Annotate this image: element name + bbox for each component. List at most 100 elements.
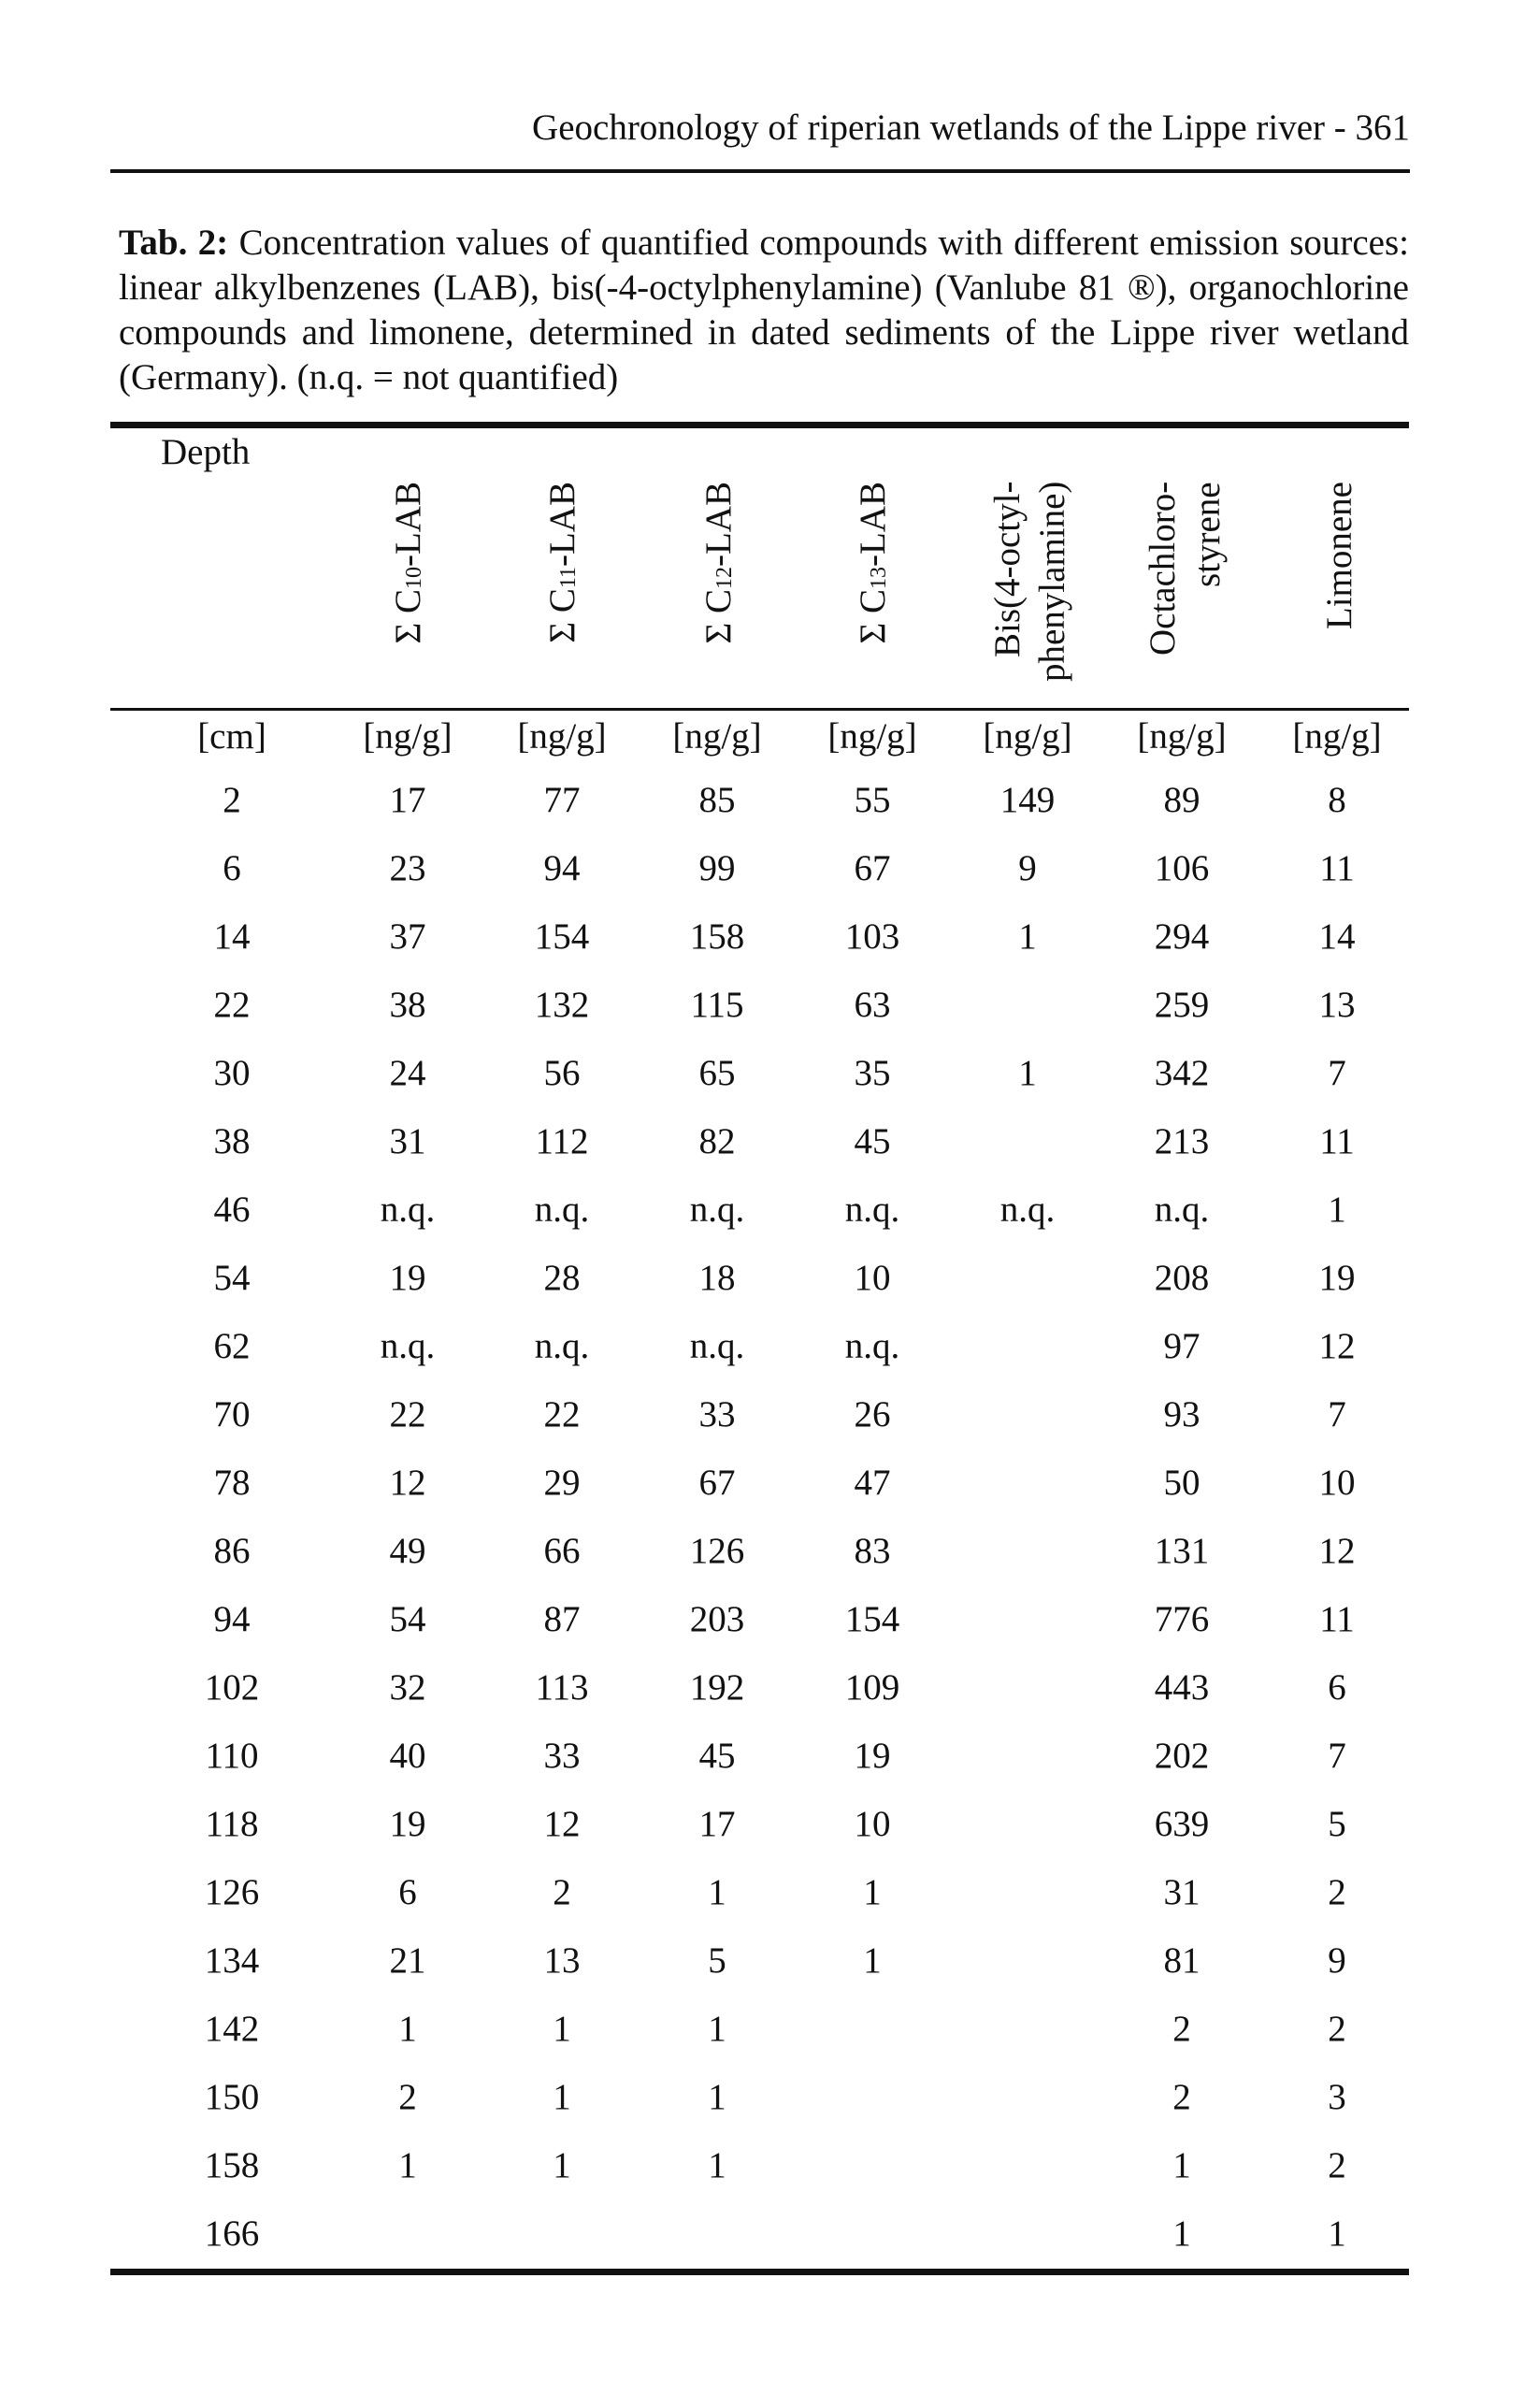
cell-bis-octylphenylamine: 1 <box>1018 1053 1037 1093</box>
cell-c13-lab: 63 <box>854 985 891 1025</box>
cell-c13-lab: 26 <box>854 1394 891 1435</box>
cell-depth: 70 <box>213 1394 251 1435</box>
cell-c10-lab: 38 <box>389 985 426 1025</box>
cell-c11-lab: 13 <box>543 1940 581 1981</box>
cell-c13-lab: 67 <box>854 848 891 888</box>
cell-c12-lab: 192 <box>689 1667 745 1708</box>
cell-depth: 2 <box>223 780 241 820</box>
cell-c12-lab: n.q. <box>689 1190 745 1230</box>
cell-c11-lab: 113 <box>535 1667 589 1708</box>
column-header-limonene: Limonene <box>1319 482 1359 630</box>
cell-depth: 62 <box>213 1326 251 1366</box>
cell-depth: 46 <box>213 1190 251 1230</box>
cell-octachlorostyrene: 106 <box>1154 848 1210 888</box>
cell-bis-octylphenylamine: 9 <box>1018 848 1037 888</box>
cell-c11-lab: 87 <box>543 1599 581 1639</box>
cell-limonene: 6 <box>1328 1667 1346 1708</box>
cell-octachlorostyrene: 259 <box>1154 985 1210 1025</box>
depth-column-header: Depth <box>161 432 251 472</box>
cell-c13-lab: n.q. <box>844 1190 900 1230</box>
cell-c13-lab: n.q. <box>844 1326 900 1366</box>
cell-c13-lab: 55 <box>854 780 891 820</box>
cell-c13-lab: 35 <box>854 1053 891 1093</box>
cell-c12-lab: 82 <box>698 1121 736 1161</box>
cell-c11-lab: 56 <box>543 1053 581 1093</box>
cell-c12-lab: 126 <box>689 1531 745 1571</box>
table-header-rule <box>110 708 1409 711</box>
unit-octachlorostyrene: [ng/g] <box>1137 716 1227 757</box>
cell-c10-lab: 54 <box>389 1599 426 1639</box>
cell-octachlorostyrene: 2 <box>1172 2009 1191 2049</box>
cell-c10-lab: 23 <box>389 848 426 888</box>
cell-c10-lab: 24 <box>389 1053 426 1093</box>
cell-limonene: 1 <box>1328 2213 1346 2254</box>
cell-c10-lab: 1 <box>398 2009 417 2049</box>
cell-c12-lab: 85 <box>698 780 736 820</box>
cell-c12-lab: 45 <box>698 1736 736 1776</box>
cell-depth: 142 <box>204 2009 260 2049</box>
cell-limonene: 14 <box>1318 916 1356 957</box>
cell-c12-lab: 33 <box>698 1394 736 1435</box>
cell-octachlorostyrene: 89 <box>1163 780 1201 820</box>
cell-c13-lab: 109 <box>844 1667 900 1708</box>
column-header-c11-lab: Σ C11-LAB <box>542 482 582 643</box>
cell-limonene: 11 <box>1319 848 1355 888</box>
unit-limonene: [ng/g] <box>1292 716 1382 757</box>
cell-limonene: 3 <box>1328 2077 1346 2117</box>
cell-octachlorostyrene: 443 <box>1154 1667 1210 1708</box>
cell-octachlorostyrene: 776 <box>1154 1599 1210 1639</box>
cell-depth: 54 <box>213 1258 251 1298</box>
cell-c11-lab: 132 <box>534 985 590 1025</box>
cell-c12-lab: 99 <box>698 848 736 888</box>
cell-octachlorostyrene: 50 <box>1163 1463 1201 1503</box>
cell-limonene: 5 <box>1328 1804 1346 1844</box>
cell-depth: 78 <box>213 1463 251 1503</box>
cell-depth: 126 <box>204 1872 260 1912</box>
cell-limonene: 7 <box>1328 1394 1346 1435</box>
cell-bis-octylphenylamine: 149 <box>999 780 1056 820</box>
cell-c11-lab: 66 <box>543 1531 581 1571</box>
cell-c12-lab: n.q. <box>689 1326 745 1366</box>
cell-c13-lab: 154 <box>844 1599 900 1639</box>
cell-c11-lab: 77 <box>543 780 581 820</box>
cell-octachlorostyrene: 93 <box>1163 1394 1201 1435</box>
cell-c11-lab: 112 <box>535 1121 589 1161</box>
cell-octachlorostyrene: 342 <box>1154 1053 1210 1093</box>
cell-depth: 150 <box>204 2077 260 2117</box>
cell-c10-lab: 2 <box>398 2077 417 2117</box>
cell-c13-lab: 83 <box>854 1531 891 1571</box>
header-rule <box>110 169 1410 173</box>
running-head: Geochronology of riperian wetlands of th… <box>532 108 1410 148</box>
cell-bis-octylphenylamine: 1 <box>1018 916 1037 957</box>
cell-c13-lab: 10 <box>854 1804 891 1844</box>
cell-octachlorostyrene: 1 <box>1172 2145 1191 2185</box>
cell-limonene: 13 <box>1318 985 1356 1025</box>
cell-c10-lab: 19 <box>389 1804 426 1844</box>
cell-c12-lab: 5 <box>708 1940 726 1981</box>
cell-depth: 30 <box>213 1053 251 1093</box>
cell-octachlorostyrene: 202 <box>1154 1736 1210 1776</box>
cell-c13-lab: 1 <box>863 1940 882 1981</box>
cell-limonene: 19 <box>1318 1258 1356 1298</box>
unit-c13-lab: [ng/g] <box>827 716 917 757</box>
cell-octachlorostyrene: n.q. <box>1154 1190 1210 1230</box>
cell-c10-lab: 1 <box>398 2145 417 2185</box>
unit-c12-lab: [ng/g] <box>672 716 762 757</box>
table-caption-label: Tab. 2: <box>119 223 229 263</box>
cell-c11-lab: 1 <box>553 2009 571 2049</box>
cell-depth: 86 <box>213 1531 251 1571</box>
